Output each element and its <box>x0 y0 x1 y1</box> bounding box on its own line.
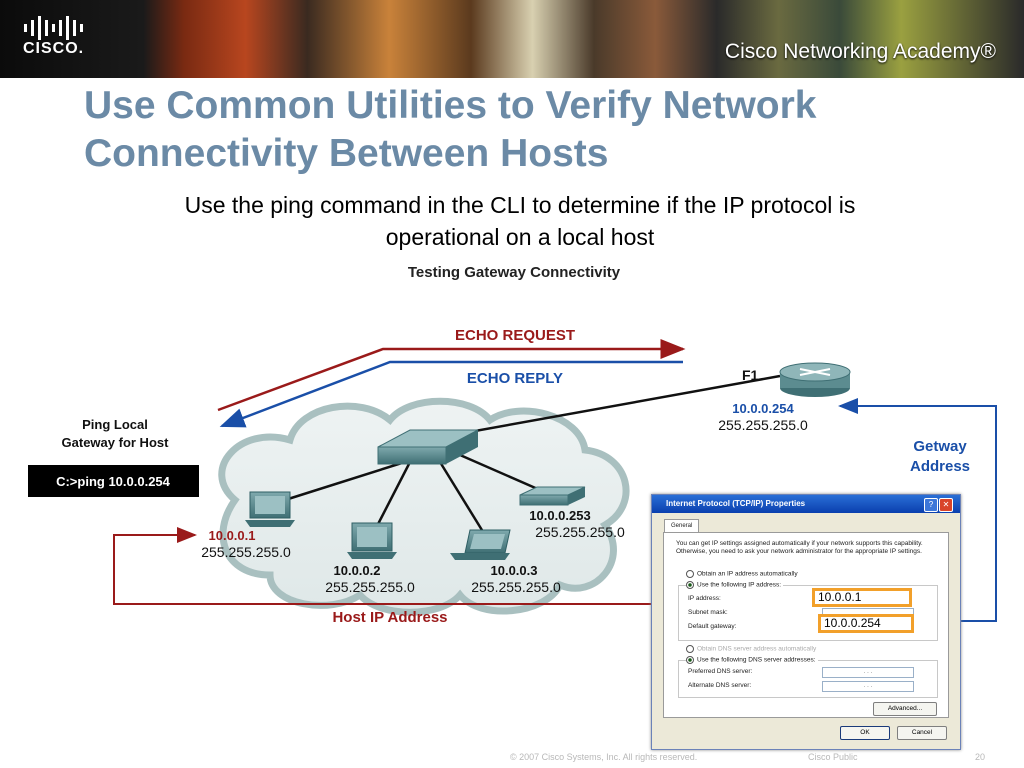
ok-button[interactable]: OK <box>840 726 890 740</box>
radio-icon <box>686 570 694 578</box>
ping-label-line2: Gateway for Host <box>62 435 170 450</box>
default-gateway-input[interactable]: 10.0.0.254 <box>818 614 914 633</box>
radio-label: Obtain DNS server address automatically <box>697 645 817 653</box>
host2-mask: 255.255.255.0 <box>325 579 415 595</box>
cisco-wordmark: CISCO. <box>23 40 85 57</box>
router-icon <box>779 362 851 397</box>
footer-copyright: © 2007 Cisco Systems, Inc. All rights re… <box>510 752 698 762</box>
ip-address-input[interactable]: 10.0.0.1 <box>812 588 912 607</box>
subnet-mask-label: Subnet mask: <box>688 609 728 616</box>
radio-label: Use the following IP address: <box>697 581 782 589</box>
echo-reply-label: ECHO REPLY <box>467 370 563 387</box>
router-ip: 10.0.0.254 <box>732 401 794 416</box>
host1-mask: 255.255.255.0 <box>201 544 291 560</box>
slide-subtitle-line1: Use the ping command in the CLI to deter… <box>184 192 856 218</box>
server-icon-host4 <box>519 486 586 506</box>
host4-mask: 255.255.255.0 <box>535 524 625 540</box>
radio-label: Obtain an IP address automatically <box>697 570 798 578</box>
radio-selected-icon <box>686 656 694 664</box>
academy-logo: Cisco Networking Academy® <box>724 40 996 63</box>
preferred-dns-input[interactable]: . . . <box>822 667 914 678</box>
radio-obtain-dns-auto[interactable]: Obtain DNS server address automatically <box>686 645 816 654</box>
radio-label: Use the following DNS server addresses: <box>697 656 816 664</box>
slide-title: Use Common Utilities to Verify Network C… <box>84 82 984 178</box>
host-ip-label: Host IP Address <box>332 609 447 626</box>
pc-icon-host2 <box>347 522 397 559</box>
host4-ip: 10.0.0.253 <box>529 508 590 523</box>
host-ip-arrow <box>113 527 820 605</box>
footer-classification: Cisco Public <box>808 752 858 762</box>
slide-title-line2: Connectivity Between Hosts <box>84 132 609 175</box>
router-mask: 255.255.255.0 <box>718 417 808 433</box>
router-name: F1 <box>742 367 759 383</box>
footer-page-number: 20 <box>975 752 986 762</box>
gateway-label-line2: Address <box>910 458 970 475</box>
dialog-description: You can get IP settings assigned automat… <box>676 540 923 555</box>
radio-use-following-ip[interactable]: Use the following IP address: <box>686 581 784 590</box>
cancel-button[interactable]: Cancel <box>897 726 947 740</box>
cisco-logo-icon <box>24 16 83 40</box>
ip-address-label: IP address: <box>688 595 721 602</box>
figure-title: Testing Gateway Connectivity <box>408 264 621 281</box>
gateway-label-line1: Getway <box>913 438 967 455</box>
pc-icon-host1 <box>245 491 295 527</box>
radio-selected-icon <box>686 581 694 589</box>
ping-label-line1: Ping Local <box>82 417 148 432</box>
dialog-title: Internet Protocol (TCP/IP) Properties <box>652 495 960 513</box>
ping-command: C:>ping 10.0.0.254 <box>56 474 171 489</box>
ip-settings-group <box>678 585 938 641</box>
dns-settings-group <box>678 660 938 698</box>
slide-subtitle: Use the ping command in the CLI to deter… <box>90 189 950 253</box>
echo-request-arrow <box>217 339 686 412</box>
alternate-dns-label: Alternate DNS server: <box>688 682 752 689</box>
radio-use-following-dns[interactable]: Use the following DNS server addresses: <box>686 656 818 665</box>
host1-ip: 10.0.0.1 <box>209 528 256 543</box>
switch-icon <box>377 429 479 465</box>
lan-cloud <box>218 397 630 616</box>
host2-ip: 10.0.0.2 <box>334 563 381 578</box>
tcpip-properties-dialog: Internet Protocol (TCP/IP) Properties ? … <box>651 494 961 750</box>
radio-icon <box>686 645 694 653</box>
alternate-dns-input[interactable]: . . . <box>822 681 914 692</box>
advanced-button[interactable]: Advanced... <box>873 702 937 716</box>
slide-title-line1: Use Common Utilities to Verify Network <box>84 84 817 127</box>
header-banner: CISCO. Cisco Networking Academy® <box>0 0 1024 78</box>
host3-mask: 255.255.255.0 <box>471 579 561 595</box>
preferred-dns-label: Preferred DNS server: <box>688 668 753 675</box>
help-button[interactable]: ? <box>924 498 938 512</box>
network-links <box>284 374 781 536</box>
laptop-icon-host3 <box>450 529 511 560</box>
radio-obtain-ip-auto[interactable]: Obtain an IP address automatically <box>686 570 798 579</box>
close-button[interactable]: ✕ <box>939 498 953 512</box>
host3-ip: 10.0.0.3 <box>491 563 538 578</box>
tab-general[interactable]: General <box>664 519 700 532</box>
ping-command-box <box>28 465 199 497</box>
slide-subtitle-line2: operational on a local host <box>385 224 655 250</box>
echo-request-label: ECHO REQUEST <box>455 327 575 344</box>
echo-reply-arrow <box>219 360 683 428</box>
default-gateway-label: Default gateway: <box>688 623 737 630</box>
